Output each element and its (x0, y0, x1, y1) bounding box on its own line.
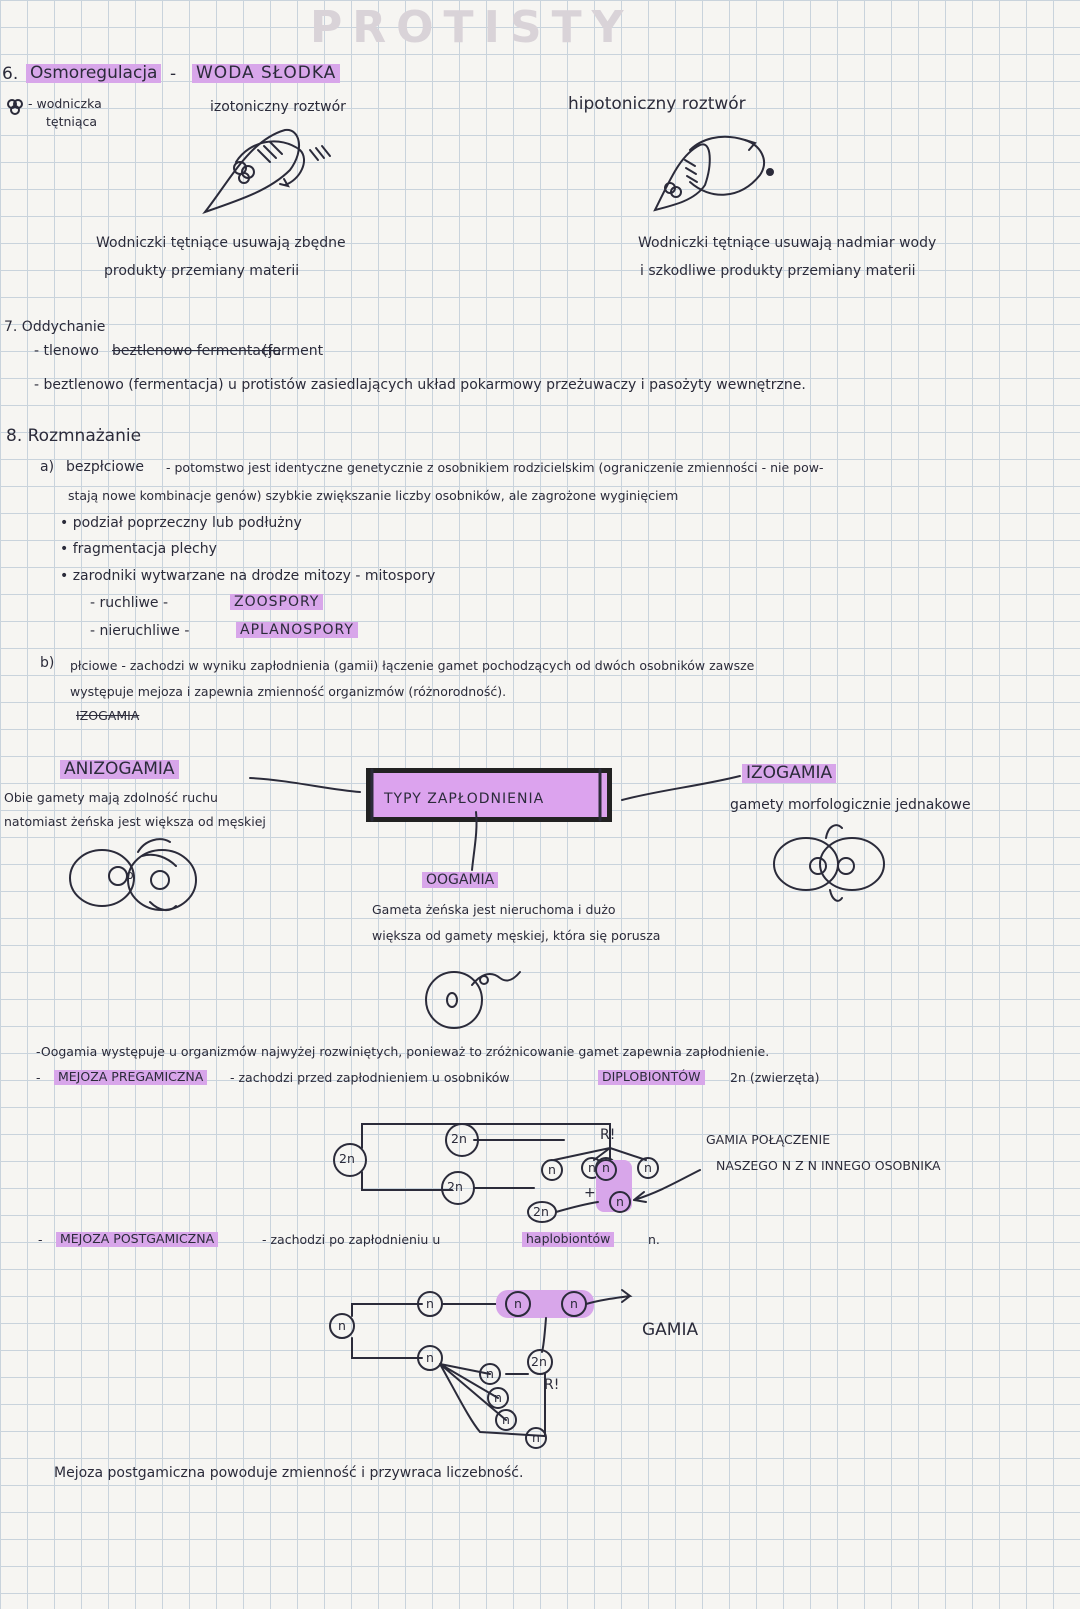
gamia-note-2: NASZEGO N Z N INNEGO OSOBNIKA (716, 1158, 941, 1173)
conclusion-text: Mejoza postgamiczna powoduje zmienność i… (54, 1465, 524, 1481)
respiration-line-1-suffix: (ferment (262, 343, 324, 359)
anisogamy-desc-2: natomiast żeńska jest większa od męskiej (4, 814, 266, 829)
box-end-marks (370, 768, 602, 822)
bullet-fragmentation: • fragmentacja plechy (60, 541, 217, 557)
faded-title: PROTISTY (310, 2, 634, 53)
cell-2n-upper: 2n (451, 1131, 467, 1146)
asexual-text-1: - potomstwo jest identyczne genetycznie … (166, 460, 824, 475)
pregamic-suffix: 2n (zwierzęta) (730, 1070, 820, 1085)
types-box (366, 768, 612, 822)
cell-n-a: n (548, 1162, 556, 1177)
branch-to-isogamy (621, 775, 741, 801)
gamia-label: GAMIA (642, 1320, 699, 1340)
postgamic-title: MEJOZA POSTGAMICZNA (56, 1232, 219, 1247)
bullet-division: • podział poprzeczny lub podłużny (60, 515, 302, 531)
section-6-title: Osmoregulacja (26, 64, 162, 83)
anisogamy-gametes-drawing (69, 838, 197, 912)
caption-right-line-2: i szkodliwe produkty przemiany materii (640, 263, 916, 279)
hypotonic-protist-drawing (653, 135, 774, 212)
side-note-pulsating: tętniąca (46, 114, 98, 129)
post-cell-n-parent: n (338, 1318, 346, 1333)
diplobionts-term: DIPLOBIONTÓW (598, 1070, 705, 1085)
post-cell-n-upper: n (426, 1296, 434, 1311)
hypotonic-label: hipotoniczny roztwór (568, 94, 746, 114)
struck-isogamy: IZOGAMIA (76, 708, 140, 723)
caption-left-line-1: Wodniczki tętniące usuwają zbędne (96, 235, 346, 251)
motile-spores-prefix: - ruchliwe - (90, 595, 169, 611)
pregamic-text: - zachodzi przed zapłodnieniem u osobnik… (230, 1070, 510, 1085)
pregamic-diagram (333, 1123, 701, 1223)
post-gamete-n-2: n (570, 1296, 578, 1311)
bullet-spores: • zarodniki wytwarzane na drodze mitozy … (60, 568, 436, 584)
sexual-text-2: występuje mejoza i zapewnia zmienność or… (70, 684, 507, 699)
sexual-label: b) (40, 655, 55, 671)
isotonic-label: izotoniczny roztwór (210, 99, 346, 115)
ri-label-2: R! (544, 1377, 560, 1393)
anisogamy-title: ANIZOGAMIA (60, 760, 179, 779)
section-6-dash: - (170, 64, 177, 84)
postgamic-prefix: - (38, 1232, 43, 1247)
cell-n-b: n (588, 1160, 596, 1175)
gamia-note-1: GAMIA POŁĄCZENIE (706, 1132, 831, 1147)
cell-n-c: n (602, 1160, 610, 1175)
isogamy-title: IZOGAMIA (742, 764, 837, 783)
caption-left-line-2: produkty przemiany materii (104, 263, 300, 279)
side-note-vacuole: - wodniczka (28, 96, 102, 111)
post-zygote-2n: 2n (531, 1354, 547, 1369)
cell-2n-zygote: 2n (533, 1204, 549, 1219)
ri-label-1: R! (600, 1127, 616, 1143)
haplobionts-term: haplobiontów (522, 1232, 615, 1247)
isogamy-desc: gamety morfologicznie jednakowe (730, 797, 971, 813)
oogamy-note: -Oogamia występuje u organizmów najwyżej… (36, 1044, 770, 1059)
respiration-line-1-prefix: - tlenowo (34, 343, 99, 359)
post-spore-n-4: n (532, 1430, 540, 1445)
oogamy-title: OOGAMIA (422, 872, 499, 888)
cell-2n-lower: 2n (447, 1179, 463, 1194)
post-spore-n-3: n (502, 1412, 510, 1427)
oogamy-desc-1: Gameta żeńska jest nieruchoma i dużo (372, 902, 616, 917)
post-gamete-n-1: n (514, 1296, 522, 1311)
aniso-gamete-nucleus-label: o (126, 867, 134, 882)
vacuole-icon (7, 99, 23, 115)
section-7-heading: 7. Oddychanie (4, 319, 106, 335)
respiration-line-2: - beztlenowo (fermentacja) u protistów z… (34, 377, 806, 393)
aplanospores-term: APLANOSPORY (236, 622, 358, 638)
anisogamy-desc-1: Obie gamety mają zdolność ruchu (4, 790, 218, 805)
post-spore-n-1: n (486, 1366, 494, 1381)
sexual-text-1: płciowe - zachodzi w wyniku zapłodnienia… (70, 658, 755, 673)
asexual-label: a) (40, 459, 55, 475)
isotonic-protist-drawing (202, 128, 331, 215)
pregamic-title: MEJOZA PREGAMICZNA (54, 1070, 208, 1085)
asexual-text-2: stają nowe kombinacje genów) szybkie zwi… (68, 488, 679, 503)
branch-to-anisogamy (249, 777, 361, 793)
postgamic-diagram (329, 1289, 633, 1449)
postgamic-suffix: n. (648, 1232, 660, 1247)
cell-n-other: n (616, 1194, 624, 1209)
types-box-label: TYPY ZAPŁODNIENIA (384, 791, 545, 807)
asexual-title: bezpłciowe (66, 459, 144, 475)
post-spore-n-2: n (494, 1390, 502, 1405)
zoospores-term: ZOOSPORY (230, 594, 324, 610)
post-cell-n-lower: n (426, 1350, 434, 1365)
section-6-topic: WODA SŁODKA (192, 64, 341, 83)
caption-right-line-1: Wodniczki tętniące usuwają nadmiar wody (638, 235, 937, 251)
cell-n-d: n (644, 1160, 652, 1175)
nonmotile-spores-prefix: - nieruchliwe - (90, 623, 190, 639)
oogamy-desc-2: większa od gamety męskiej, która się por… (372, 928, 661, 943)
cell-2n-parent: 2n (339, 1151, 355, 1166)
isogamy-gametes-drawing (773, 824, 885, 902)
pregamic-prefix: - (36, 1070, 41, 1085)
branch-to-oogamy (471, 811, 478, 871)
postgamic-text: - zachodzi po zapłodnieniu u (262, 1232, 441, 1247)
respiration-line-1-struck: beztlenowo fermentacja (112, 343, 282, 359)
section-8-heading: 8. Rozmnażanie (6, 426, 142, 446)
plus-label-1: + (584, 1185, 596, 1201)
oogamy-gametes-drawing (425, 971, 521, 1029)
section-6-number: 6. (2, 64, 19, 84)
